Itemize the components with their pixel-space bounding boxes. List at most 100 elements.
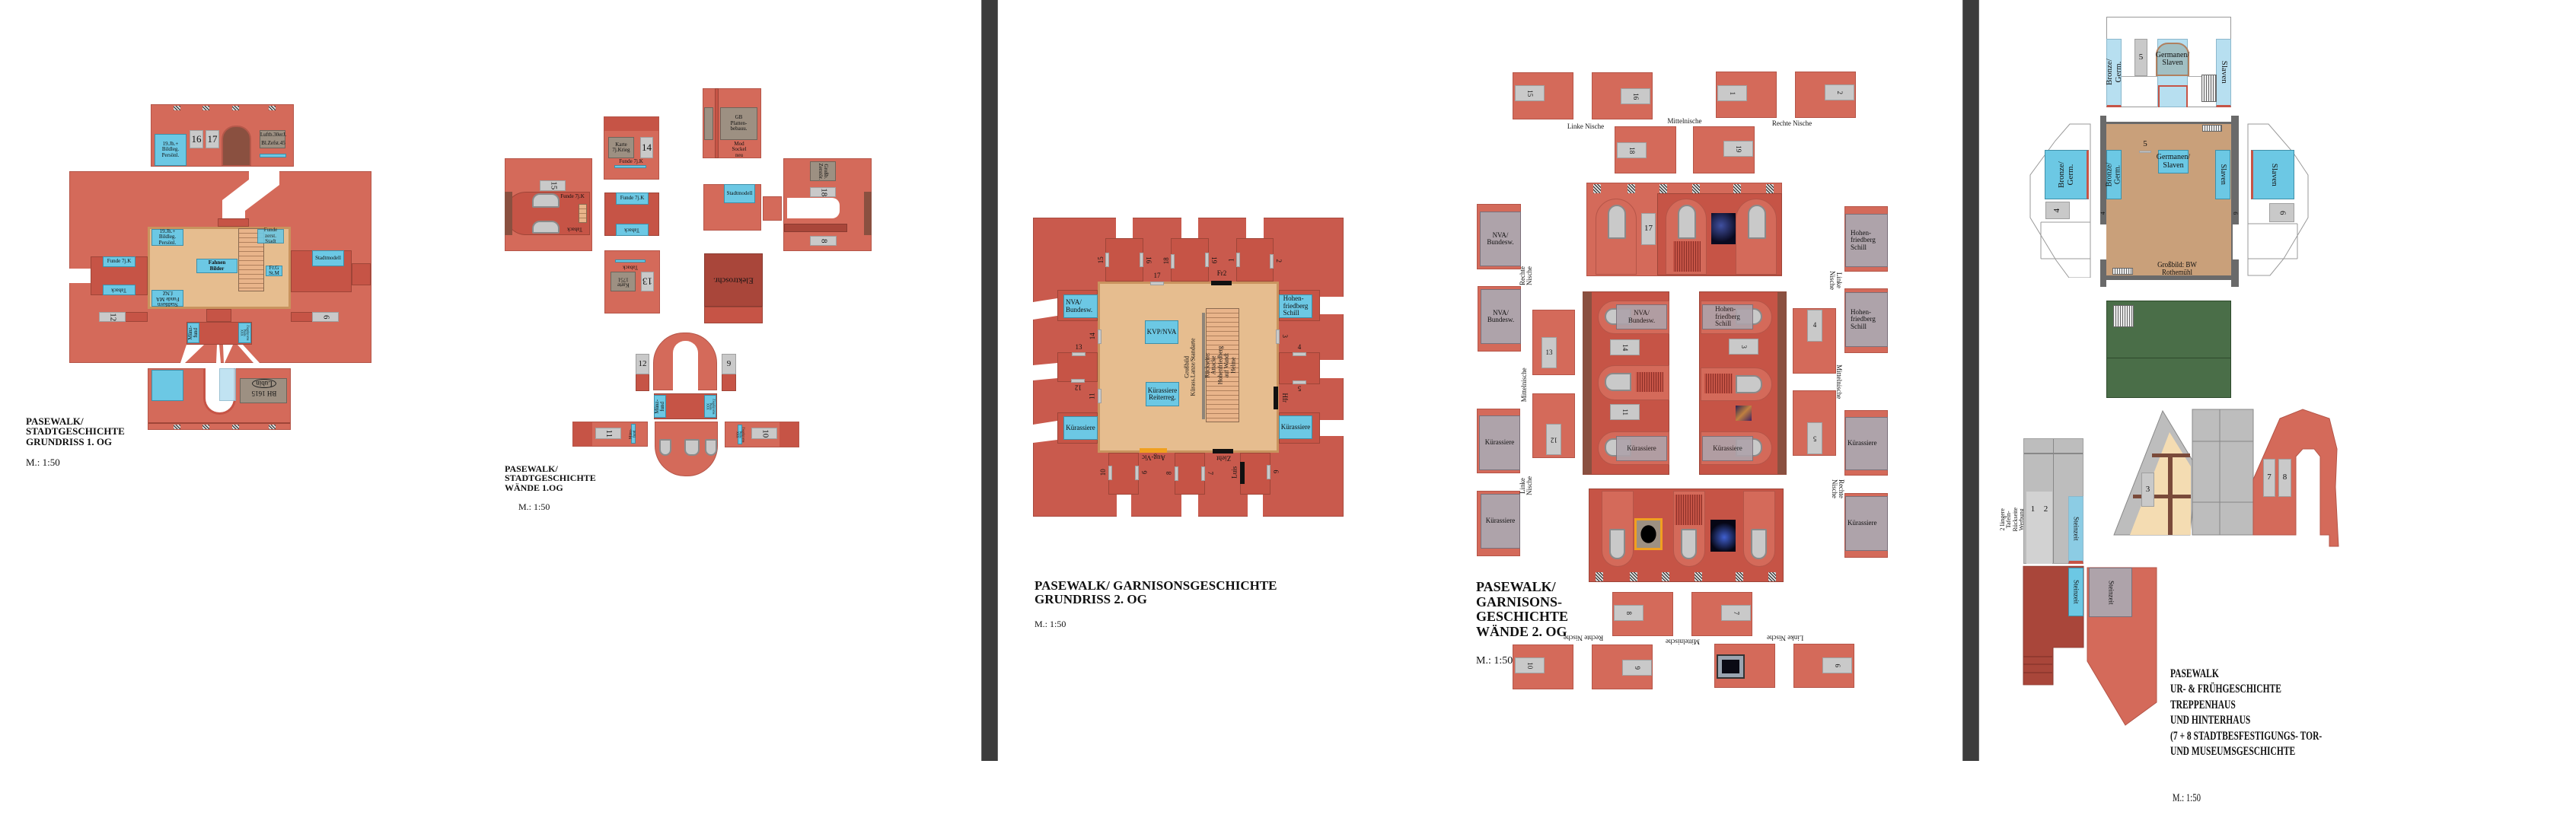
right-annex-protrusion — [352, 263, 371, 285]
portrait-image — [1710, 520, 1736, 552]
map-1751: Karte 1751 — [611, 272, 636, 291]
step — [784, 224, 847, 232]
window — [1681, 529, 1697, 559]
panel-5-marker — [2139, 151, 2151, 153]
label-15: 15 — [1096, 256, 1105, 264]
panel-13: 13 — [1541, 337, 1557, 368]
vent — [1659, 184, 1667, 193]
panel-11: 11 — [595, 428, 621, 439]
vent — [202, 106, 209, 110]
label-tafeln: 2 längere Tafeln- Rückseite Werbung — [1999, 508, 2026, 532]
label-rechte-nische: Rechte Nische — [1771, 119, 1812, 128]
radiator — [2201, 75, 2217, 102]
panel-1-2 — [2026, 492, 2052, 564]
photo-luftb: Luftb.30erJ. Bl.Zefst.45 — [260, 130, 286, 148]
panel-7: 7 — [2263, 459, 2275, 497]
frame-gap — [2100, 224, 2106, 259]
window — [1751, 529, 1767, 559]
vent — [174, 425, 180, 429]
window — [532, 193, 560, 208]
label-14: 14 — [1088, 333, 1096, 340]
window — [705, 439, 717, 456]
display-kuerassiere-2: Kürassiere — [1481, 494, 1520, 549]
sheet-separator — [1962, 0, 1979, 761]
panel-15: 15 — [540, 180, 566, 191]
display-persoenl: 19.Jh.+ Bildleg. Persönl. — [155, 134, 187, 166]
panel-9: 9 — [722, 354, 736, 374]
label-16: 16 — [1144, 256, 1153, 264]
radiator — [2112, 268, 2133, 275]
vent — [1736, 572, 1743, 581]
window — [1748, 205, 1766, 239]
display-funde-zerst: Funde zerst. Stadt — [257, 228, 284, 244]
panel-4: 4 — [1807, 310, 1822, 342]
panel — [1140, 253, 1143, 267]
display-hohenfriedberg-niche: Hohen- friedberg Schill — [1702, 304, 1753, 329]
panel-10: 10 — [751, 428, 777, 439]
frame-gap — [2106, 280, 2231, 287]
label-1: 1 — [2030, 504, 2036, 514]
chimney-block — [218, 218, 249, 227]
label-grossbild-rothemuehl: Großbild: BW Rothemühl — [2157, 260, 2197, 277]
window — [1605, 373, 1631, 391]
panel — [1175, 466, 1178, 481]
display-nva-2: NVA/ Bundesw. — [1481, 289, 1521, 344]
panel-3: 3 — [1729, 339, 1758, 355]
panel — [1098, 329, 1101, 344]
display-steinzeit-1: Steinzeit — [2068, 496, 2083, 564]
display-kuerassiere-left: Kürassiere — [1063, 416, 1098, 440]
panel-19: 19 — [1723, 141, 1753, 157]
display-stadtmodell: Stadtmodell — [724, 184, 755, 203]
gap-cutouts — [1033, 217, 1344, 517]
radiator — [1636, 372, 1663, 392]
panel — [1270, 254, 1274, 269]
wall-elektroschr: Elektroschr. — [704, 253, 763, 307]
display-hohenfriedberg: Hohen- friedberg Schill — [1279, 294, 1312, 318]
exhibition-room-2og — [1098, 282, 1279, 453]
window — [1609, 529, 1625, 559]
panel — [1236, 253, 1240, 267]
panel-11: 11 — [1610, 404, 1640, 420]
panel-17 — [1150, 282, 1164, 285]
display-stadtkern: Stadtkern Funde MA f.NZ — [151, 290, 183, 307]
panel — [1205, 253, 1209, 267]
display-nva-niche: NVA/ Bundesw. — [1616, 304, 1667, 329]
panel — [1267, 465, 1270, 479]
display-ziegel: Ziegelgrama Weste XXX — [704, 395, 716, 418]
connector — [206, 309, 231, 322]
opening — [787, 198, 840, 218]
panel-5: 5 — [1807, 422, 1822, 454]
label-11: 11 — [1088, 393, 1096, 400]
display-kuerassiere-reiterreg: Kürassiere Reiterreg. — [1146, 382, 1179, 406]
panel-18: 18 — [1617, 142, 1647, 158]
display-ziegel-10: Ziegelgrama Weste XXX — [735, 425, 745, 444]
label-mittelnische: Mittelnische — [1667, 117, 1702, 126]
radiator — [2113, 305, 2134, 327]
label-8: 8 — [1165, 471, 1173, 476]
sheet-title: PASEWALK/ GARNISONSGESCHICHTE GRUNDRISS … — [1035, 578, 1277, 630]
label-fr2: Fr2 — [1216, 269, 1227, 278]
display-funde-7jk: Funde 7j.K — [103, 256, 135, 267]
panel-14: 14 — [1610, 339, 1640, 355]
sheet-separator — [981, 0, 998, 761]
panel-8: 8 — [810, 236, 837, 246]
panel-1: 1 — [1717, 85, 1747, 101]
wall-edge — [864, 192, 872, 235]
panel — [1098, 389, 1101, 403]
panel-12: 12 — [1546, 424, 1561, 455]
showcase — [615, 259, 646, 263]
panel — [1135, 466, 1139, 480]
label-grossbild: Großbild Kürass.Lanze/Standarte — [1183, 338, 1197, 396]
display-bronze-elev: Bronze/ Germ. — [2104, 39, 2122, 107]
display-bronze: Bronze/ Germ. — [2106, 150, 2122, 199]
vent — [232, 425, 239, 429]
silhouette-image — [1634, 518, 1663, 550]
wall-bottom-2og — [1589, 489, 1784, 582]
label-1: 1 — [1227, 258, 1235, 263]
frame-gap — [2106, 116, 2231, 122]
label-5: 5 — [1297, 384, 1302, 393]
wall-edge — [505, 192, 512, 235]
panel-5-elev: 5 — [2134, 39, 2147, 76]
radiator — [2202, 125, 2222, 132]
door-frame — [2158, 85, 2188, 107]
